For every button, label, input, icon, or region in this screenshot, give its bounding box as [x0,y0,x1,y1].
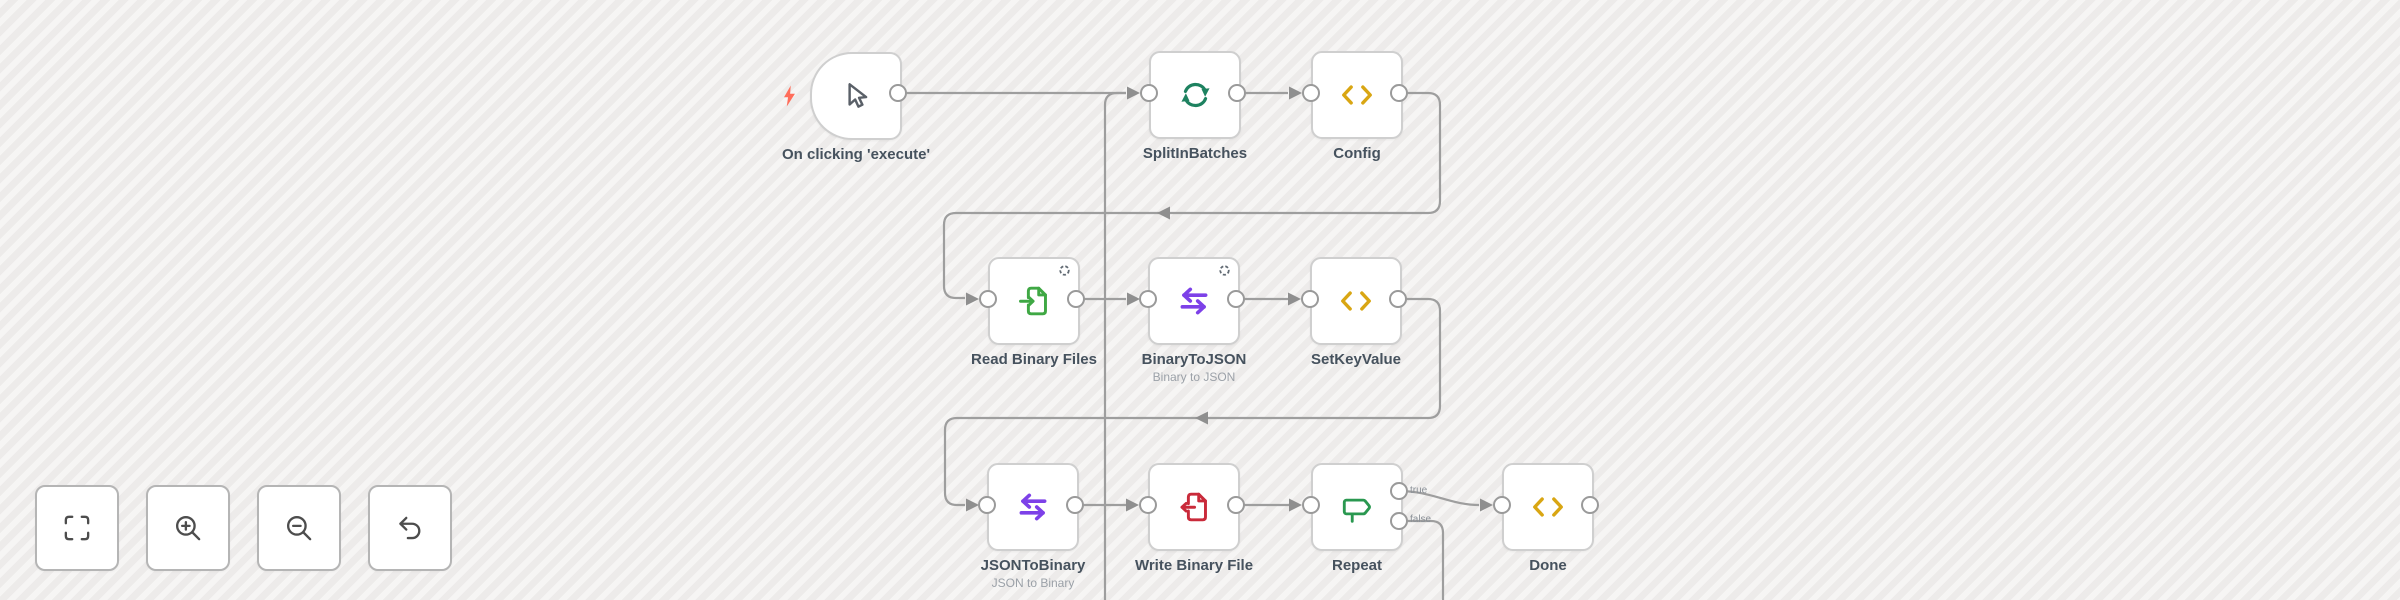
node-label: BinaryToJSON [1141,351,1247,368]
sync-arrows-icon [1180,82,1210,108]
arrowhead [966,292,979,306]
zoom-out-icon [286,515,312,541]
zoom-out-button[interactable] [257,485,341,571]
node-label: Repeat [1331,557,1383,574]
swap-arrows-icon [1180,287,1208,315]
node-label: Done [1529,557,1567,574]
node-on-clicking-execute[interactable]: On clicking 'execute' [782,52,930,163]
lightning-bolt-icon [783,85,796,107]
node-setkeyvalue[interactable]: SetKeyValue [1310,257,1402,368]
arrowhead-left [1157,206,1170,220]
wire-loop-up-to-splitinbatches [1103,91,1126,600]
zoom-in-button[interactable] [146,485,230,571]
arrowhead [1480,498,1493,512]
arrowhead [1289,498,1302,512]
node-write-binary-file[interactable]: Write Binary File [1135,463,1253,574]
code-brackets-icon [1341,291,1371,311]
refresh-badge-icon [1058,264,1071,277]
code-brackets-icon [1342,85,1372,105]
reset-zoom-button[interactable] [368,485,452,571]
node-jsontobinary[interactable]: JSONToBinary JSON to Binary [981,463,1085,590]
arrowhead [966,498,979,512]
branch-label-false: false [1410,514,1432,525]
zoom-in-icon [175,515,201,541]
node-label: SetKeyValue [1310,351,1402,368]
node-label: SplitInBatches [1142,145,1248,162]
arrowhead [1127,86,1140,100]
code-brackets-icon [1533,497,1563,517]
node-label: Config [1333,145,1381,162]
swap-arrows-icon [1019,493,1047,521]
undo-icon [399,516,421,540]
wire-repeat-false-down [1399,519,1445,600]
node-label: Read Binary Files [971,351,1097,368]
mouse-pointer-icon [848,83,868,108]
signpost-icon [1342,498,1371,523]
arrowhead [1126,498,1139,512]
arrowhead-left [1195,411,1208,425]
node-done[interactable]: Done [1502,463,1594,574]
node-subtitle: Binary to JSON [1152,370,1236,384]
canvas-controls [35,485,452,571]
refresh-badge-icon [1218,264,1231,277]
zoom-to-fit-button[interactable] [35,485,119,571]
arrowhead [1289,86,1302,100]
node-repeat[interactable]: Repeat [1311,463,1403,574]
arrowhead [1127,292,1140,306]
arrowhead [1288,292,1301,306]
file-export-icon [1180,492,1207,522]
node-config[interactable]: Config [1311,51,1403,162]
fit-view-icon [64,515,90,541]
node-splitinbatches[interactable]: SplitInBatches [1143,51,1247,162]
node-label: On clicking 'execute' [781,146,931,163]
file-import-icon [1019,286,1047,316]
node-label: Write Binary File [1134,557,1254,574]
node-binarytojson[interactable]: BinaryToJSON Binary to JSON [1142,257,1246,384]
node-read-binary-files[interactable]: Read Binary Files [971,257,1097,368]
branch-label-true: true [1410,485,1428,496]
node-subtitle: JSON to Binary [991,576,1075,590]
node-label: JSONToBinary [980,557,1086,574]
